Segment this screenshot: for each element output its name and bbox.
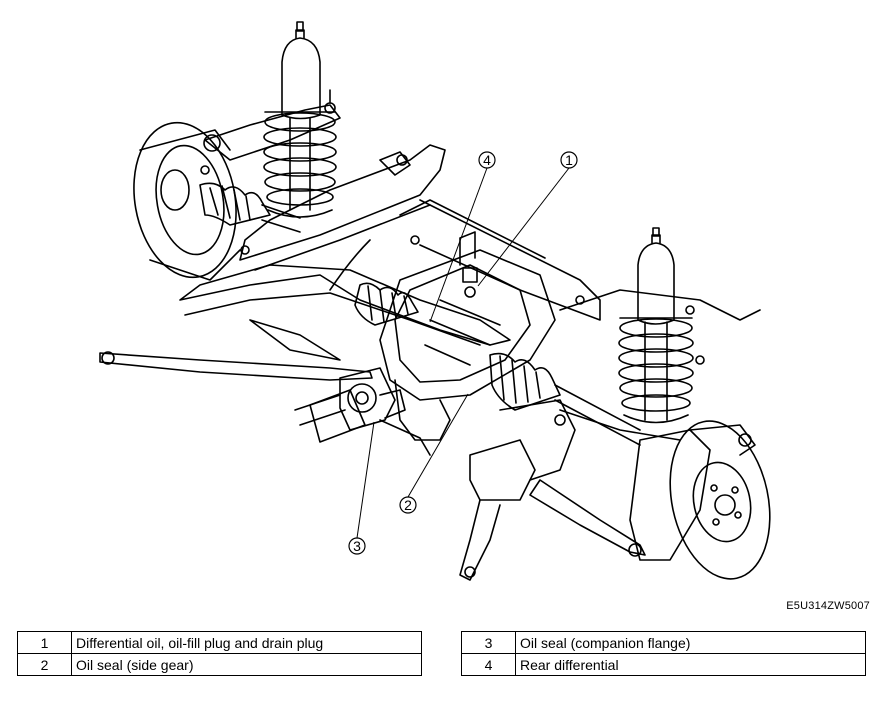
svg-text:3: 3 <box>353 538 361 554</box>
right-lower-link <box>529 409 681 557</box>
right-coil-spring <box>618 317 694 424</box>
lower-mount-bracket <box>459 399 576 581</box>
legend-row: 3 Oil seal (companion flange) <box>461 631 866 654</box>
callout-4-leader <box>429 167 488 323</box>
left-lower-link <box>99 319 373 381</box>
legend-number: 4 <box>461 653 516 676</box>
figure-code: E5U314ZW5007 <box>786 600 870 612</box>
svg-text:2: 2 <box>404 497 412 513</box>
legend-table-right: 3 Oil seal (companion flange) 4 Rear dif… <box>461 631 866 676</box>
rear-suspension-drawing: 1 4 2 3 <box>99 21 771 581</box>
legend-description: Oil seal (side gear) <box>71 653 422 676</box>
legend-description: Differential oil, oil-fill plug and drai… <box>71 631 422 654</box>
right-knuckle <box>629 424 756 561</box>
propeller-shaft <box>294 367 406 443</box>
left-coil-spring <box>263 111 337 218</box>
legend-table-left: 1 Differential oil, oil-fill plug and dr… <box>17 631 422 676</box>
svg-text:1: 1 <box>565 152 573 168</box>
right-shock-absorber <box>637 227 675 421</box>
legend-number: 3 <box>461 631 516 654</box>
left-brake-disc <box>133 121 241 281</box>
callout-2-leader <box>407 393 469 498</box>
legend-description: Oil seal (companion flange) <box>515 631 866 654</box>
left-shock-absorber <box>281 21 321 211</box>
left-upper-arm <box>203 89 341 161</box>
hardware-bolts <box>200 165 705 365</box>
callout-3-leader <box>356 421 375 539</box>
legend-row: 2 Oil seal (side gear) <box>17 653 422 676</box>
left-driveshaft <box>199 182 301 233</box>
legend-row: 4 Rear differential <box>461 653 866 676</box>
callout-1-leader <box>477 167 570 287</box>
callout-1: 1 <box>560 151 578 169</box>
left-side-shaft <box>354 282 419 326</box>
legend-description: Rear differential <box>515 653 866 676</box>
svg-text:4: 4 <box>483 152 491 168</box>
rear-subframe <box>179 144 761 346</box>
right-side-shaft <box>489 352 641 446</box>
callout-2: 2 <box>399 496 417 514</box>
legend-row: 1 Differential oil, oil-fill plug and dr… <box>17 631 422 654</box>
legend-number: 2 <box>17 653 72 676</box>
legend-number: 1 <box>17 631 72 654</box>
right-brake-disc <box>669 420 771 580</box>
callout-4: 4 <box>478 151 496 169</box>
callout-3: 3 <box>348 537 366 555</box>
rear-differential-housing <box>379 231 556 456</box>
